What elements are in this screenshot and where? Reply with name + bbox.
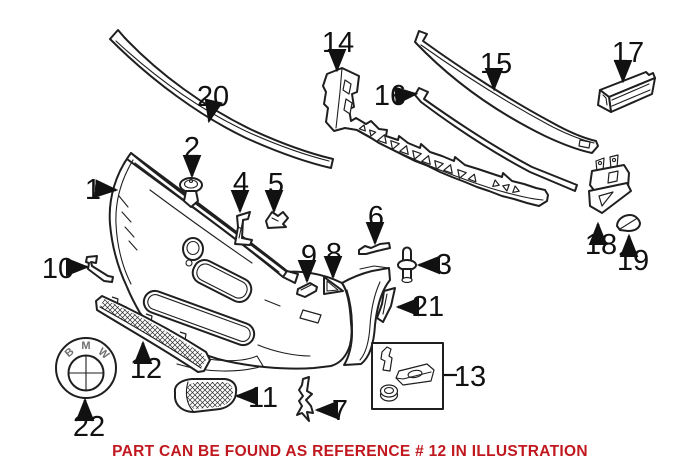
callout-9-label: 9 [301, 240, 317, 272]
part-moulding-strip [358, 242, 391, 255]
emblem-letter-m: M [81, 340, 90, 352]
part-bolt [397, 246, 417, 284]
callout-19-label: 19 [617, 245, 649, 277]
callout-4: 4 [230, 167, 250, 214]
bumper-lower-intake [142, 289, 256, 347]
callout-3: 3 [416, 249, 452, 281]
callout-20: 20 [197, 81, 229, 124]
callout-8: 8 [323, 238, 343, 280]
callout-11-label: 11 [248, 382, 278, 414]
callout-5-label: 5 [268, 168, 284, 200]
callout-5: 5 [264, 168, 284, 214]
callout-15-label: 15 [480, 48, 512, 80]
callout-19: 19 [617, 233, 649, 277]
part-bumper-cover [108, 152, 391, 372]
callout-18-label: 18 [585, 229, 617, 261]
callout-16: 16 [374, 80, 419, 112]
part-support-blade [296, 376, 314, 422]
part-trim-strip [109, 29, 334, 169]
bumper-kidney-grille [191, 259, 253, 303]
callout-14-label: 14 [322, 27, 354, 59]
part-center-grille [95, 295, 211, 373]
callout-22-label: 22 [73, 411, 105, 443]
callout-7: 7 [314, 395, 348, 427]
callout-10-label: 10 [42, 253, 74, 285]
part-mount-bracket [597, 71, 656, 113]
part-side-trim [376, 287, 396, 323]
part-hardware-kit-box [371, 342, 444, 410]
callout-20-arrow [204, 98, 223, 124]
callout-21: 21 [395, 291, 444, 323]
callout-1-arrow [94, 179, 119, 198]
callout-9: 9 [297, 240, 317, 284]
callout-12: 12 [130, 340, 162, 385]
callout-10: 10 [42, 253, 90, 285]
callout-20-label: 20 [197, 81, 229, 113]
callout-14: 14 [322, 27, 354, 73]
part-bmw-emblem: B M W [55, 337, 117, 399]
callout-4-label: 4 [233, 167, 249, 199]
part-tow-cover-cap [616, 214, 641, 232]
callout-2: 2 [182, 132, 202, 179]
part-support-bracket [234, 211, 253, 246]
part-energy-absorber [322, 67, 549, 207]
callout-16-arrow [394, 86, 419, 106]
callout-18: 18 [585, 221, 617, 261]
absorber-cutouts [358, 124, 520, 194]
callout-3-label: 3 [436, 249, 452, 281]
callout-17: 17 [612, 37, 644, 84]
callout-12-label: 12 [130, 353, 162, 385]
bumper-corner-hatching [118, 195, 138, 251]
callout-11: 11 [234, 382, 278, 414]
callout-22: 22 [73, 397, 105, 443]
caption: PART CAN BE FOUND AS REFERENCE # 12 IN I… [112, 443, 588, 460]
callout-16-label: 16 [374, 80, 406, 112]
part-lower-strip [414, 87, 578, 192]
callout-2-label: 2 [184, 132, 200, 164]
callout-6: 6 [365, 201, 385, 246]
callout-21-label: 21 [412, 291, 444, 323]
part-corner-trim [323, 276, 344, 295]
callout-7-label: 7 [332, 395, 348, 427]
part-fog-grille [173, 378, 238, 413]
callout-13: 13 [444, 361, 486, 393]
part-bracket-arm [85, 255, 114, 283]
part-reinforcement-bar [414, 30, 599, 154]
callouts: 1 2 3 4 5 6 7 8 [42, 27, 649, 443]
callout-1: 1 [85, 174, 119, 206]
callout-13-label: 13 [454, 361, 486, 393]
bumper-side-slot [299, 309, 322, 324]
part-push-clip [179, 177, 203, 208]
part-tow-bracket [588, 154, 632, 214]
callout-8-label: 8 [326, 238, 342, 270]
callout-6-label: 6 [368, 201, 384, 233]
part-clip [265, 211, 289, 229]
callout-15: 15 [480, 48, 512, 92]
callout-17-label: 17 [612, 37, 644, 69]
callout-1-label: 1 [85, 174, 101, 206]
